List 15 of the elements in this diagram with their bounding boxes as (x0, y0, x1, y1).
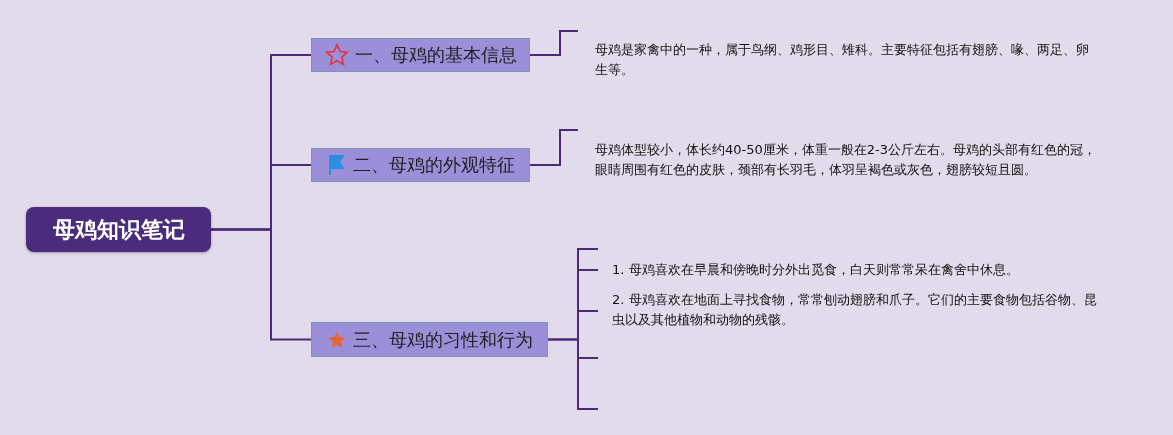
topic-box (311, 322, 548, 357)
note-text: 2. 母鸡喜欢在地面上寻找食物，常常刨动翅膀和爪子。它们的主要食物包括谷物、昆虫以及其他植物和动物的残骸。 (612, 292, 1097, 327)
note-text: 母鸡是家禽中的一种，属于鸟纲、鸡形目、雉科。主要特征包括有翅膀、喙、两足、卵生等。 (595, 42, 1089, 77)
node-label: 三、母鸡的习性和行为 (352, 327, 533, 352)
topic-box (311, 148, 530, 182)
note-text: 1. 母鸡喜欢在早晨和傍晚时分外出觅食，白天则常常呆在禽舍中休息。 (612, 262, 1019, 277)
topic-box (311, 38, 530, 72)
connector-line (210, 228, 312, 341)
connector-line (529, 129, 579, 166)
node-label: 一、母鸡的基本信息 (354, 43, 517, 67)
node-label: 二、母鸡的外观特征 (352, 153, 515, 177)
root-topic: 母鸡知识笔记 (26, 207, 211, 252)
connector-line (529, 30, 579, 56)
connector-line (547, 310, 599, 341)
note-text: 母鸡体型较小，体长约40-50厘米，体重一般在2-3公斤左右。母鸡的头部有红色的冠，眼睛周围有红色的皮肤，颈部有长羽毛，体羽呈褐色或灰色，翅膀较短且圆。 (595, 142, 1096, 177)
